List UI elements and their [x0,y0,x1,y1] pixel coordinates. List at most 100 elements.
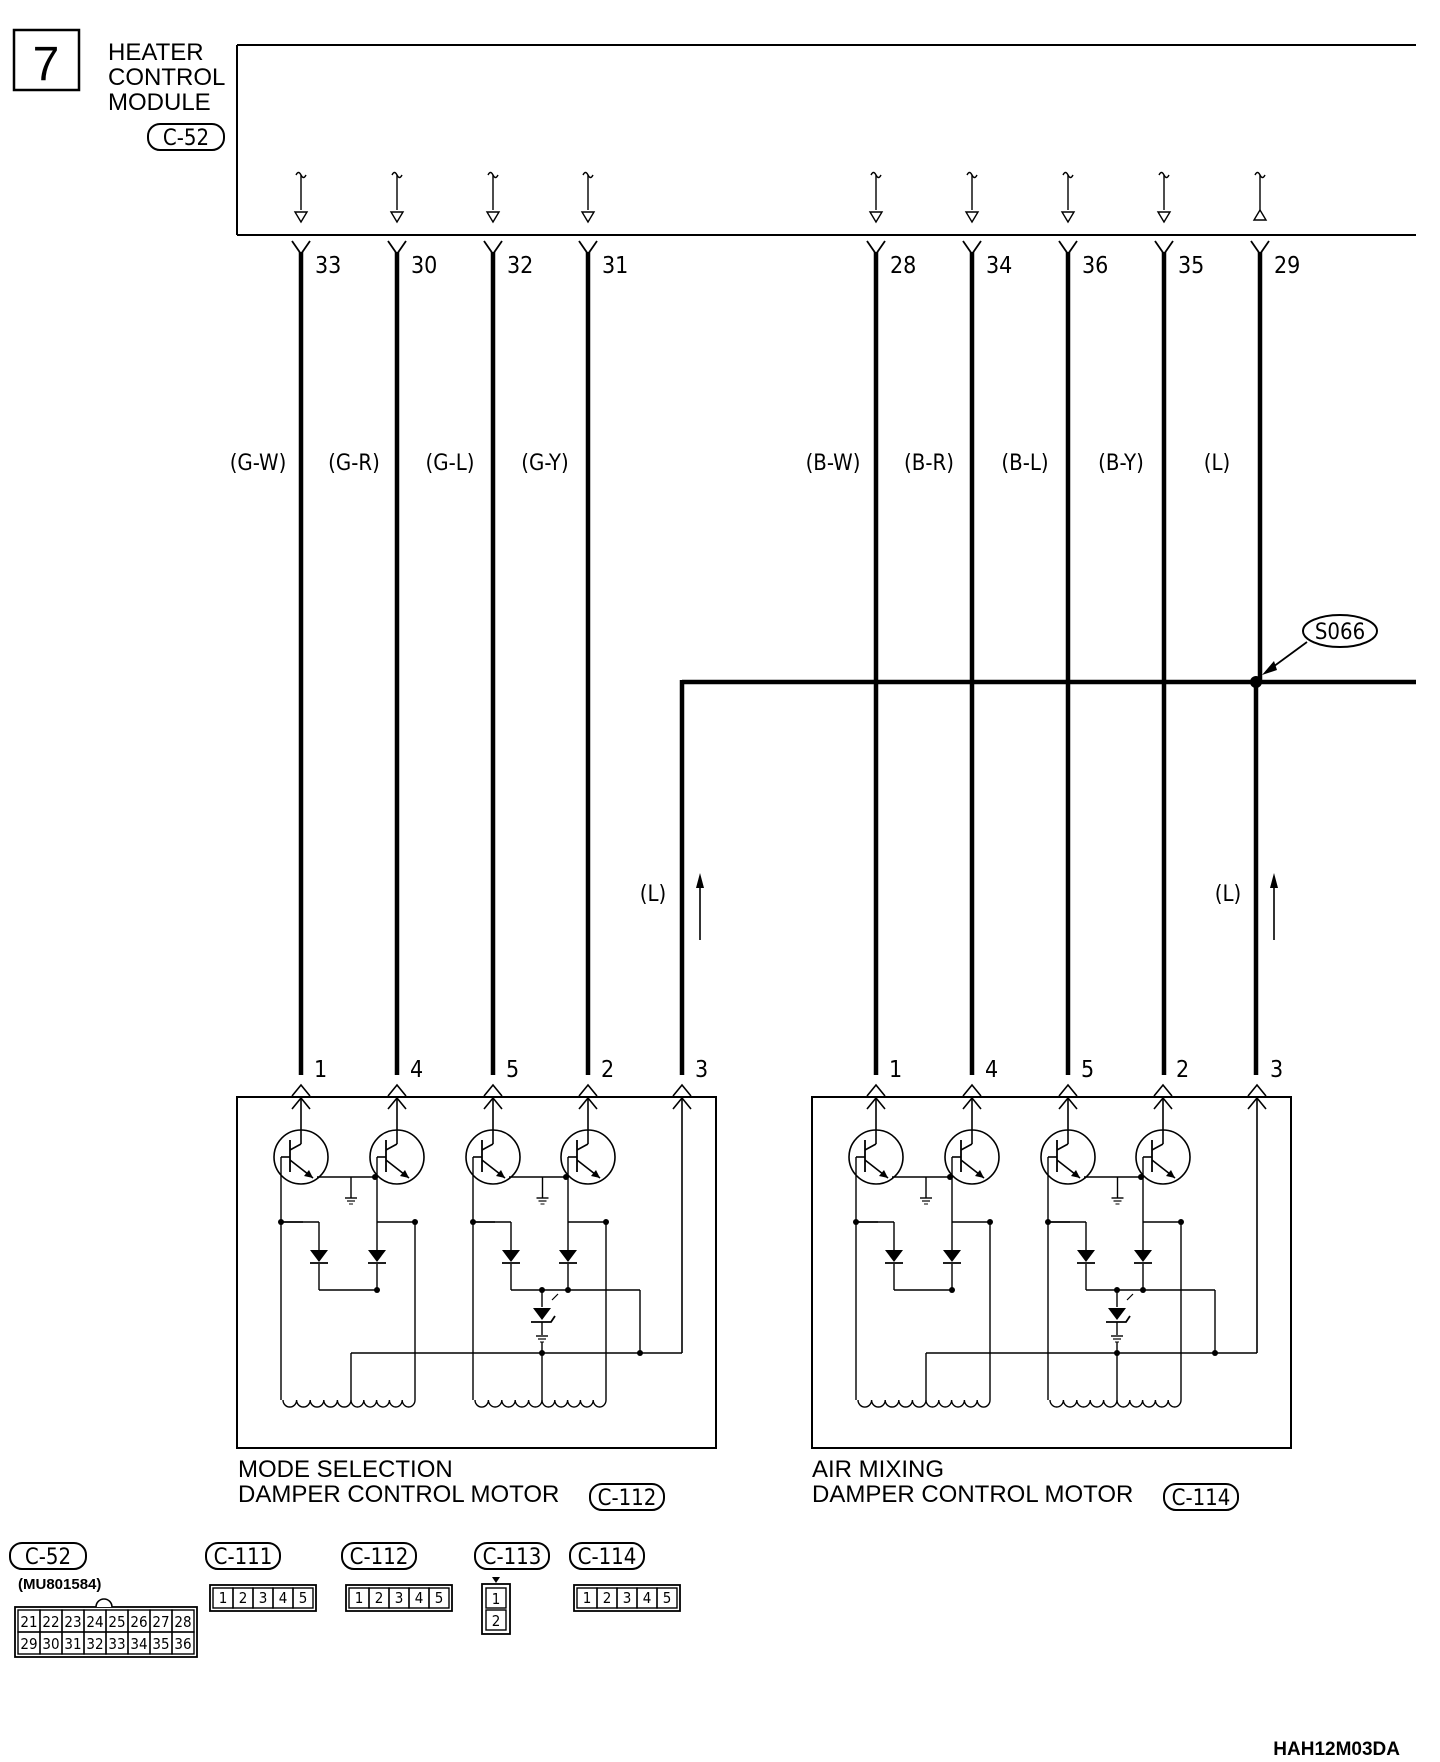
zener-bar [531,1315,556,1323]
connector-outline [345,1584,453,1612]
motor-1-terminal-2: 2 [578,1057,614,1110]
input-arrow [1252,208,1268,221]
c52-view-label: C-52 [25,1545,71,1570]
motor-coil [1049,1399,1118,1408]
motor-1-terminal-1: 1 [291,1057,327,1110]
motor-2-terminal-4: 4 [962,1057,998,1110]
zener-diode [533,1308,551,1320]
motor-coil [474,1399,543,1408]
c114-view-label: C-114 [578,1545,637,1570]
emitter-arrow [496,1170,505,1178]
harness-wire-31: 31(G-Y) [521,171,628,1075]
motor-coil [541,1399,607,1408]
transistor [369,1129,425,1185]
motor-1-title-line-2: DAMPER CONTROL MOTOR [238,1481,559,1508]
pin-number: 5 [506,1057,519,1083]
motor-2-title-line-2: DAMPER CONTROL MOTOR [812,1481,1133,1508]
c113-view-label: C-113 [483,1545,542,1570]
pin-label: 33 [108,1635,125,1653]
pin-label: 35 [152,1635,169,1653]
wire-color-label: (B-Y) [1098,451,1144,476]
feed-wire-color-right: (L) [1215,882,1241,907]
pin-label: 36 [174,1635,191,1653]
motor-coil [282,1399,352,1408]
pin-number: 28 [890,253,916,279]
pin-number: 36 [1082,253,1108,279]
pin-number: 4 [985,1057,998,1083]
emitter-arrow [975,1170,984,1178]
module-title-line-2: CONTROL [108,64,225,91]
zener-bar [1106,1315,1131,1323]
c52-part-number: (MU801584) [18,1576,101,1593]
pin-number: 5 [1081,1057,1094,1083]
pin-label: 1 [492,1590,501,1608]
page-number-box [12,28,81,92]
harness-wire-29: 29(L) [1204,171,1300,682]
diode [310,1250,328,1262]
splice-leader-arrow [1262,641,1308,675]
pin-label: 29 [20,1635,37,1653]
junction [637,1350,643,1356]
pin-number: 31 [602,253,628,279]
motor-2-box [811,1096,1292,1449]
emitter-arrow [1166,1170,1175,1178]
pin-cell [292,1587,314,1609]
wire-color-label: (G-W) [230,451,287,476]
motor-2-terminal-1: 1 [866,1057,902,1110]
wire-color-label: (B-R) [904,451,954,476]
wire-color-label: (B-W) [806,451,861,476]
splice-bus [679,679,1416,1075]
harness-wire-33: 33 (G-W) [230,171,341,1075]
harness-wire-34: 34(B-R) [904,171,1012,1075]
motor-2-terminal-3: 3 [1247,1057,1283,1110]
diode [502,1250,520,1262]
pin-number: 33 [315,253,341,279]
transistor [1040,1129,1096,1185]
c52-latch [95,1598,113,1608]
zener-diode [1108,1308,1126,1320]
pin-label: 1 [355,1589,364,1607]
c111-view-label: C-111 [214,1545,273,1570]
pin-number: 32 [507,253,533,279]
pin-number: 4 [410,1057,423,1083]
wire-layer: 33(G-W)30(G-R)32(G-L)31(G-Y)28(B-W)34(B-… [230,171,1300,1075]
motor-coil [1116,1399,1182,1408]
pin-cell [485,1609,507,1631]
motor-1-assembly: 1 4 5 2 3 [236,1057,717,1449]
output-arrow [1060,211,1076,224]
c111-view-tag [205,1542,281,1570]
figure-code: HAH12M03DA [1273,1739,1400,1760]
motor-1-terminal-3: 3 [672,1057,708,1110]
current-flow-arrow-left [696,873,704,940]
wire-color-label: (B-L) [1001,451,1048,476]
motor-1-box [236,1096,717,1449]
diode [368,1250,386,1262]
motor-2-connector-label: C-114 [1172,1486,1231,1511]
pin-label: 2 [492,1612,501,1630]
output-arrow [964,211,980,224]
diode [1077,1250,1095,1262]
pin-label: 23 [64,1613,81,1631]
pin-label: 25 [108,1613,125,1631]
pin-label: 2 [375,1589,384,1607]
emitter-arrow [591,1170,600,1178]
page-number: 7 [33,38,60,91]
transistor [1135,1129,1191,1185]
motor-coil [857,1399,927,1408]
pin-cell [656,1587,678,1609]
emitter-arrow [400,1170,409,1178]
harness-wire-32: 32(G-L) [426,171,533,1075]
motor-1-title-line-1: MODE SELECTION [238,1456,453,1483]
pin-label: 31 [64,1635,81,1653]
junction [949,1287,955,1293]
pin-label: 22 [42,1613,59,1631]
pin-number: 1 [889,1057,902,1083]
output-arrow [485,211,501,224]
c52-view-tag [9,1542,87,1570]
connector-outline [573,1584,681,1612]
